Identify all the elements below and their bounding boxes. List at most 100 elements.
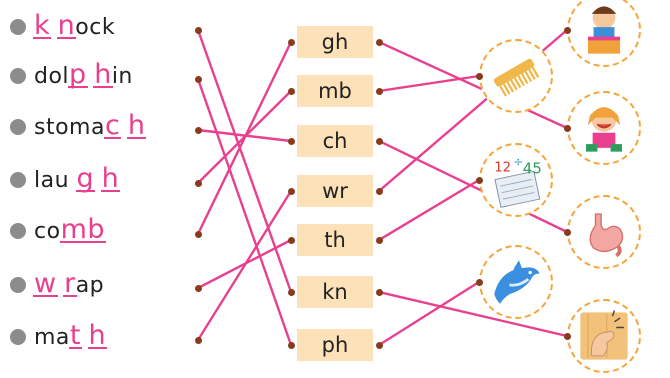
picture-item xyxy=(567,299,641,373)
math-homework-icon: 12÷45 xyxy=(494,155,542,208)
filled-letter: g xyxy=(75,163,95,194)
word-item: w rap xyxy=(0,265,195,299)
filled-letter: h xyxy=(93,59,113,90)
dolphin-icon xyxy=(494,260,540,304)
digraph-box: ph xyxy=(297,329,373,361)
picture-connector-dot[interactable] xyxy=(563,124,571,132)
picture-item xyxy=(567,91,641,165)
digraph-left-dot[interactable] xyxy=(287,187,295,195)
digraph-right-dot[interactable] xyxy=(375,187,383,195)
filled-letter: h xyxy=(100,163,120,194)
filled-letter: t xyxy=(68,320,83,351)
digraph-box: kn xyxy=(297,276,373,308)
word-fragment: lau xyxy=(34,168,77,193)
filled-letter: m xyxy=(59,214,89,245)
item-number xyxy=(10,329,26,345)
picture-connector-dot[interactable] xyxy=(563,332,571,340)
word-to-digraph-line xyxy=(196,40,293,236)
digraph-right-dot[interactable] xyxy=(375,38,383,46)
picture-connector-dot[interactable] xyxy=(475,176,483,184)
boy-opening-box-icon xyxy=(587,6,621,54)
word-fragment: stoma xyxy=(34,115,105,140)
word-item: comb xyxy=(0,211,195,245)
picture-item xyxy=(479,245,553,319)
word-connector-dot[interactable] xyxy=(194,26,202,34)
item-number xyxy=(10,119,26,135)
word-text: k nock xyxy=(32,10,116,41)
filled-letter: n xyxy=(56,10,76,41)
svg-text:12: 12 xyxy=(494,160,511,175)
digraph-box: th xyxy=(297,224,373,256)
digraph-left-dot[interactable] xyxy=(287,38,295,46)
digraph-to-picture-line xyxy=(377,139,569,234)
word-to-digraph-line xyxy=(196,77,293,347)
digraph-right-dot[interactable] xyxy=(375,137,383,145)
word-fragment: dol xyxy=(34,64,70,89)
word-text: w rap xyxy=(33,268,105,299)
word-connector-dot[interactable] xyxy=(194,230,202,238)
word-fragment: ock xyxy=(75,15,116,40)
digraph-box: mb xyxy=(297,75,373,107)
word-connector-dot[interactable] xyxy=(194,179,202,187)
word-item: mat h xyxy=(0,317,195,351)
word-text: dolp hin xyxy=(34,59,133,90)
laughing-girl-icon xyxy=(586,107,622,152)
item-number xyxy=(10,19,26,35)
filled-letter: b xyxy=(86,214,106,245)
digraph-to-picture-line xyxy=(377,280,481,347)
digraph-left-dot[interactable] xyxy=(287,341,295,349)
digraph-to-picture-line xyxy=(377,40,569,130)
digraph-left-dot[interactable] xyxy=(287,288,295,296)
filled-letter: r xyxy=(63,268,77,299)
word-item: lau g h xyxy=(0,160,195,194)
digraph-box: wr xyxy=(297,175,373,207)
digraph-to-picture-line xyxy=(377,290,569,338)
picture-connector-dot[interactable] xyxy=(475,72,483,80)
item-number xyxy=(10,172,26,188)
word-fragment: in xyxy=(111,64,133,89)
digraph-box: gh xyxy=(297,26,373,58)
digraph-left-dot[interactable] xyxy=(287,87,295,95)
word-item: k nock xyxy=(0,7,195,41)
word-fragment: co xyxy=(34,219,61,244)
digraph-to-picture-line xyxy=(377,74,481,93)
svg-text:÷: ÷ xyxy=(513,155,523,169)
word-text: comb xyxy=(34,214,106,245)
word-item: dolp hin xyxy=(0,56,195,90)
picture-item: 12÷45 xyxy=(479,143,553,217)
item-number xyxy=(10,68,26,84)
digraph-right-dot[interactable] xyxy=(375,341,383,349)
filled-letter: h xyxy=(87,320,107,351)
filled-letter: h xyxy=(126,110,147,141)
word-connector-dot[interactable] xyxy=(194,75,202,83)
word-text: mat h xyxy=(34,320,107,351)
word-connector-dot[interactable] xyxy=(194,336,202,344)
filled-letter: k xyxy=(32,10,52,41)
picture-connector-dot[interactable] xyxy=(475,278,483,286)
digraph-right-dot[interactable] xyxy=(375,288,383,296)
picture-connector-dot[interactable] xyxy=(563,26,571,34)
stomach-icon xyxy=(589,213,624,258)
item-number xyxy=(10,223,26,239)
picture-connector-dot[interactable] xyxy=(563,228,571,236)
item-number xyxy=(10,277,26,293)
word-connector-dot[interactable] xyxy=(194,126,202,134)
word-connector-dot[interactable] xyxy=(194,284,202,292)
digraph-right-dot[interactable] xyxy=(375,236,383,244)
digraph-right-dot[interactable] xyxy=(375,87,383,95)
picture-item xyxy=(567,195,641,269)
digraph-left-dot[interactable] xyxy=(287,236,295,244)
picture-item xyxy=(479,39,553,113)
digraph-box: ch xyxy=(297,125,373,157)
word-fragment: ap xyxy=(75,273,105,298)
filled-letter: p xyxy=(68,59,88,90)
word-text: stomac h xyxy=(34,110,147,141)
word-text: lau g h xyxy=(34,163,120,194)
filled-letter: w xyxy=(33,268,58,299)
word-to-digraph-line xyxy=(196,189,293,342)
digraph-left-dot[interactable] xyxy=(287,137,295,145)
knocking-hand-icon xyxy=(580,310,628,360)
picture-item xyxy=(567,0,641,67)
